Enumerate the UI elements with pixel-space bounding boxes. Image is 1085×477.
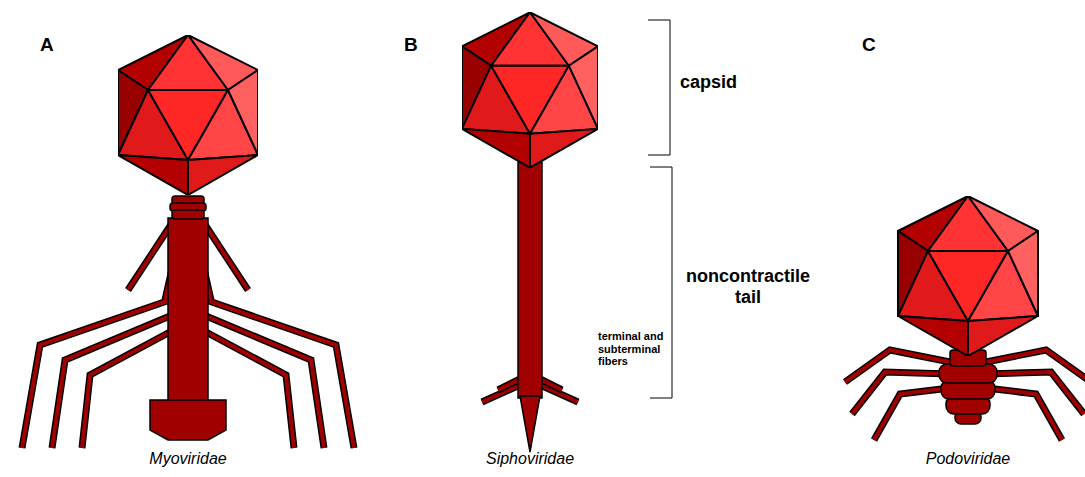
capsid-shape xyxy=(898,196,1038,356)
family-name: Myoviridae xyxy=(149,450,226,468)
capsid-bracket xyxy=(648,20,670,155)
tail-fiber xyxy=(845,350,950,382)
tail-fiber xyxy=(986,388,1062,440)
tail-fiber xyxy=(22,300,170,448)
part-name: capsid xyxy=(680,72,737,93)
tail-fiber xyxy=(22,300,170,448)
tail-fiber xyxy=(986,388,1062,440)
siphoviridae-phage xyxy=(462,12,672,452)
tail-fiber xyxy=(845,350,950,382)
tail-spike xyxy=(520,396,540,452)
part-name: noncontractile tail xyxy=(680,266,816,307)
panel-letter: A xyxy=(40,34,54,56)
tail-fiber xyxy=(986,350,1085,382)
myoviridae-phage xyxy=(22,35,354,448)
panel-letter: C xyxy=(862,34,876,56)
tail-fiber xyxy=(206,300,354,448)
family-name: Podoviridae xyxy=(926,450,1011,468)
collar xyxy=(172,210,204,219)
tail-fiber xyxy=(206,300,354,448)
tail-segment xyxy=(939,364,997,383)
panel-letter: B xyxy=(404,34,418,56)
capsid-shape xyxy=(462,12,598,167)
tail-fiber xyxy=(986,350,1085,382)
baseplate xyxy=(150,400,226,440)
tail-fiber xyxy=(874,388,950,440)
contractile-tail xyxy=(168,218,208,402)
noncontractile-tail xyxy=(518,162,542,398)
part-name: terminal and subterminal fibers xyxy=(598,330,668,368)
tail-bracket xyxy=(650,167,672,398)
capsid-shape xyxy=(118,35,258,195)
family-name: Siphoviridae xyxy=(486,450,574,468)
podoviridae-phage xyxy=(845,196,1085,440)
tail-fiber xyxy=(874,388,950,440)
